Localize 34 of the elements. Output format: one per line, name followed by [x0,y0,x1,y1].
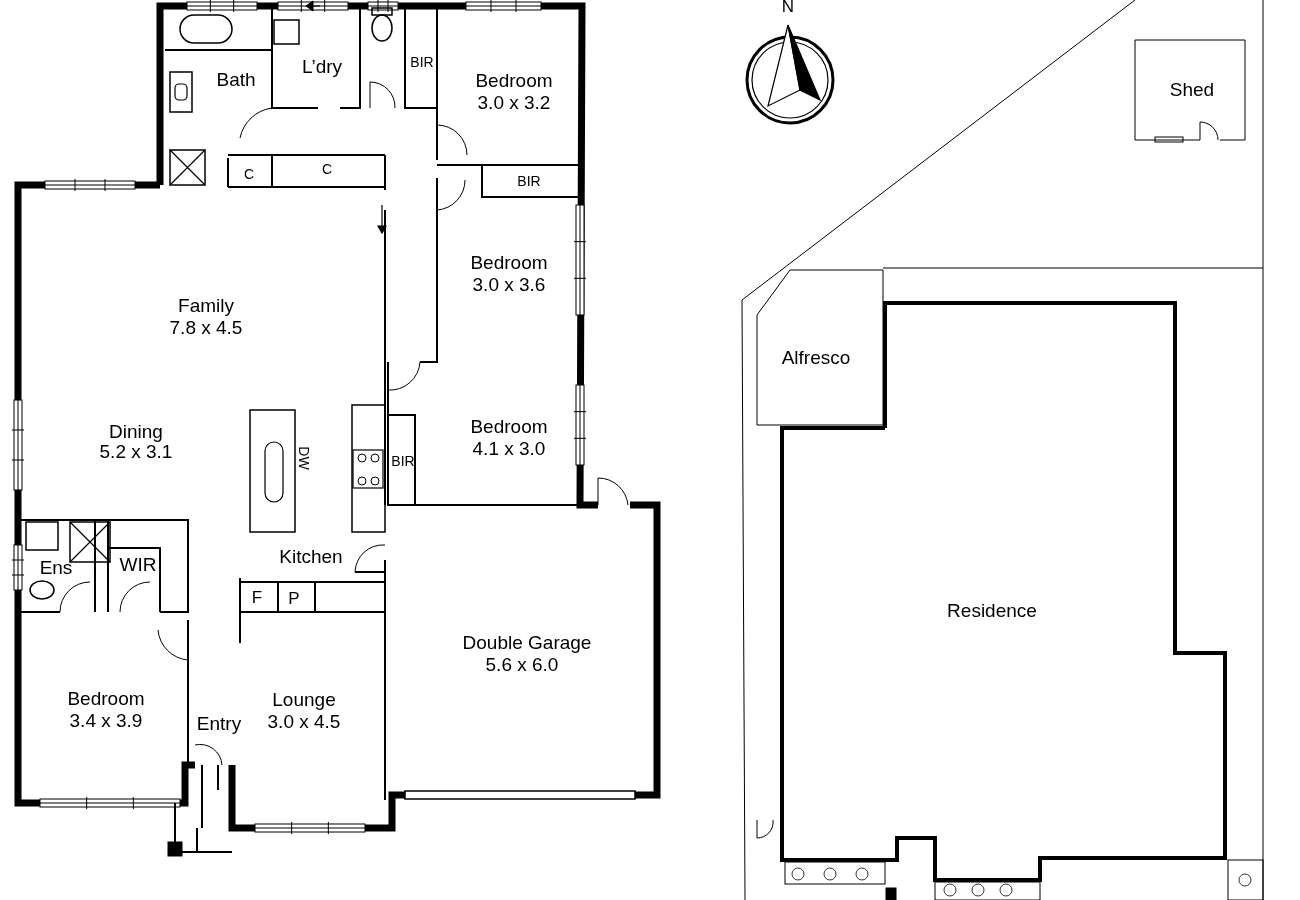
room-label: Bedroom [470,416,548,436]
room-label: Family [178,295,234,315]
room-dimensions: 5.6 x 6.0 [485,654,559,674]
room-dimensions: 3.0 x 4.5 [267,711,341,731]
building-label: Residence [947,600,1037,620]
room-label: C [321,162,333,176]
room-dimensions: 3.4 x 3.9 [69,710,143,730]
room-label: Entry [196,713,242,733]
room-label: C [243,167,255,181]
room-label: Lounge [272,689,336,709]
room-label: Kitchen [279,546,343,566]
room-label: Double Garage [462,632,592,652]
room-label: WIR [119,554,157,574]
room-label: BIR [391,454,415,468]
room-label: BIR [517,174,541,188]
storage-label: F [251,588,263,606]
area-label: Alfresco [781,347,851,367]
room-label: Bath [216,69,256,89]
room-label: Dining [109,421,163,441]
room-label: Bedroom [470,252,548,272]
room-label: Bedroom [67,688,145,708]
room-label: Ens [39,557,73,577]
room-dimensions: 3.0 x 3.2 [477,92,551,112]
appliance-label: DW [297,446,311,470]
room-dimensions: 7.8 x 4.5 [169,317,243,337]
room-dimensions: 5.2 x 3.1 [99,441,173,461]
building-label: Shed [1169,79,1215,99]
north-label: N [781,0,795,15]
room-dimensions: 3.0 x 3.6 [472,274,546,294]
room-label: BIR [410,55,434,69]
room-dimensions: 4.1 x 3.0 [472,438,546,458]
storage-label: P [288,589,300,607]
room-label: Bedroom [475,70,553,90]
room-label: L’dry [301,56,343,76]
